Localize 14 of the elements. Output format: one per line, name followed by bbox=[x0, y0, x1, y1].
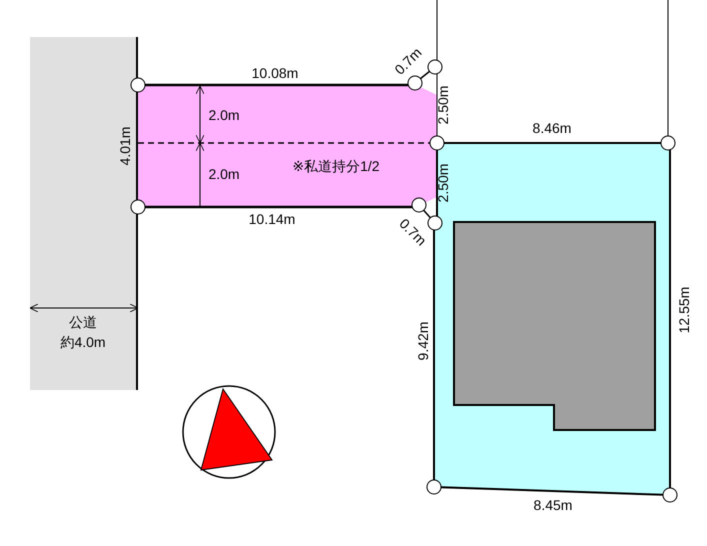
area-label: 約4.0m bbox=[59, 333, 107, 352]
dimension-label: 10.08m bbox=[252, 65, 298, 81]
dimension-label: 9.42m bbox=[415, 322, 431, 360]
dimension-label: 8.46m bbox=[532, 120, 572, 136]
area-label: 公道 bbox=[68, 313, 98, 332]
dimension-label: 8.45m bbox=[534, 497, 572, 513]
dimension-label: 2.0m bbox=[208, 166, 240, 182]
dimension-label: 2.50m bbox=[435, 164, 451, 202]
dimension-label: 2.50m bbox=[435, 86, 451, 124]
area-label: ※私道持分1/2 bbox=[291, 157, 381, 176]
dimension-label: 10.14m bbox=[248, 211, 296, 227]
dimension-label: 12.55m bbox=[676, 286, 692, 334]
dimension-label: 2.0m bbox=[208, 107, 240, 123]
dimension-label: 4.01m bbox=[117, 126, 133, 166]
